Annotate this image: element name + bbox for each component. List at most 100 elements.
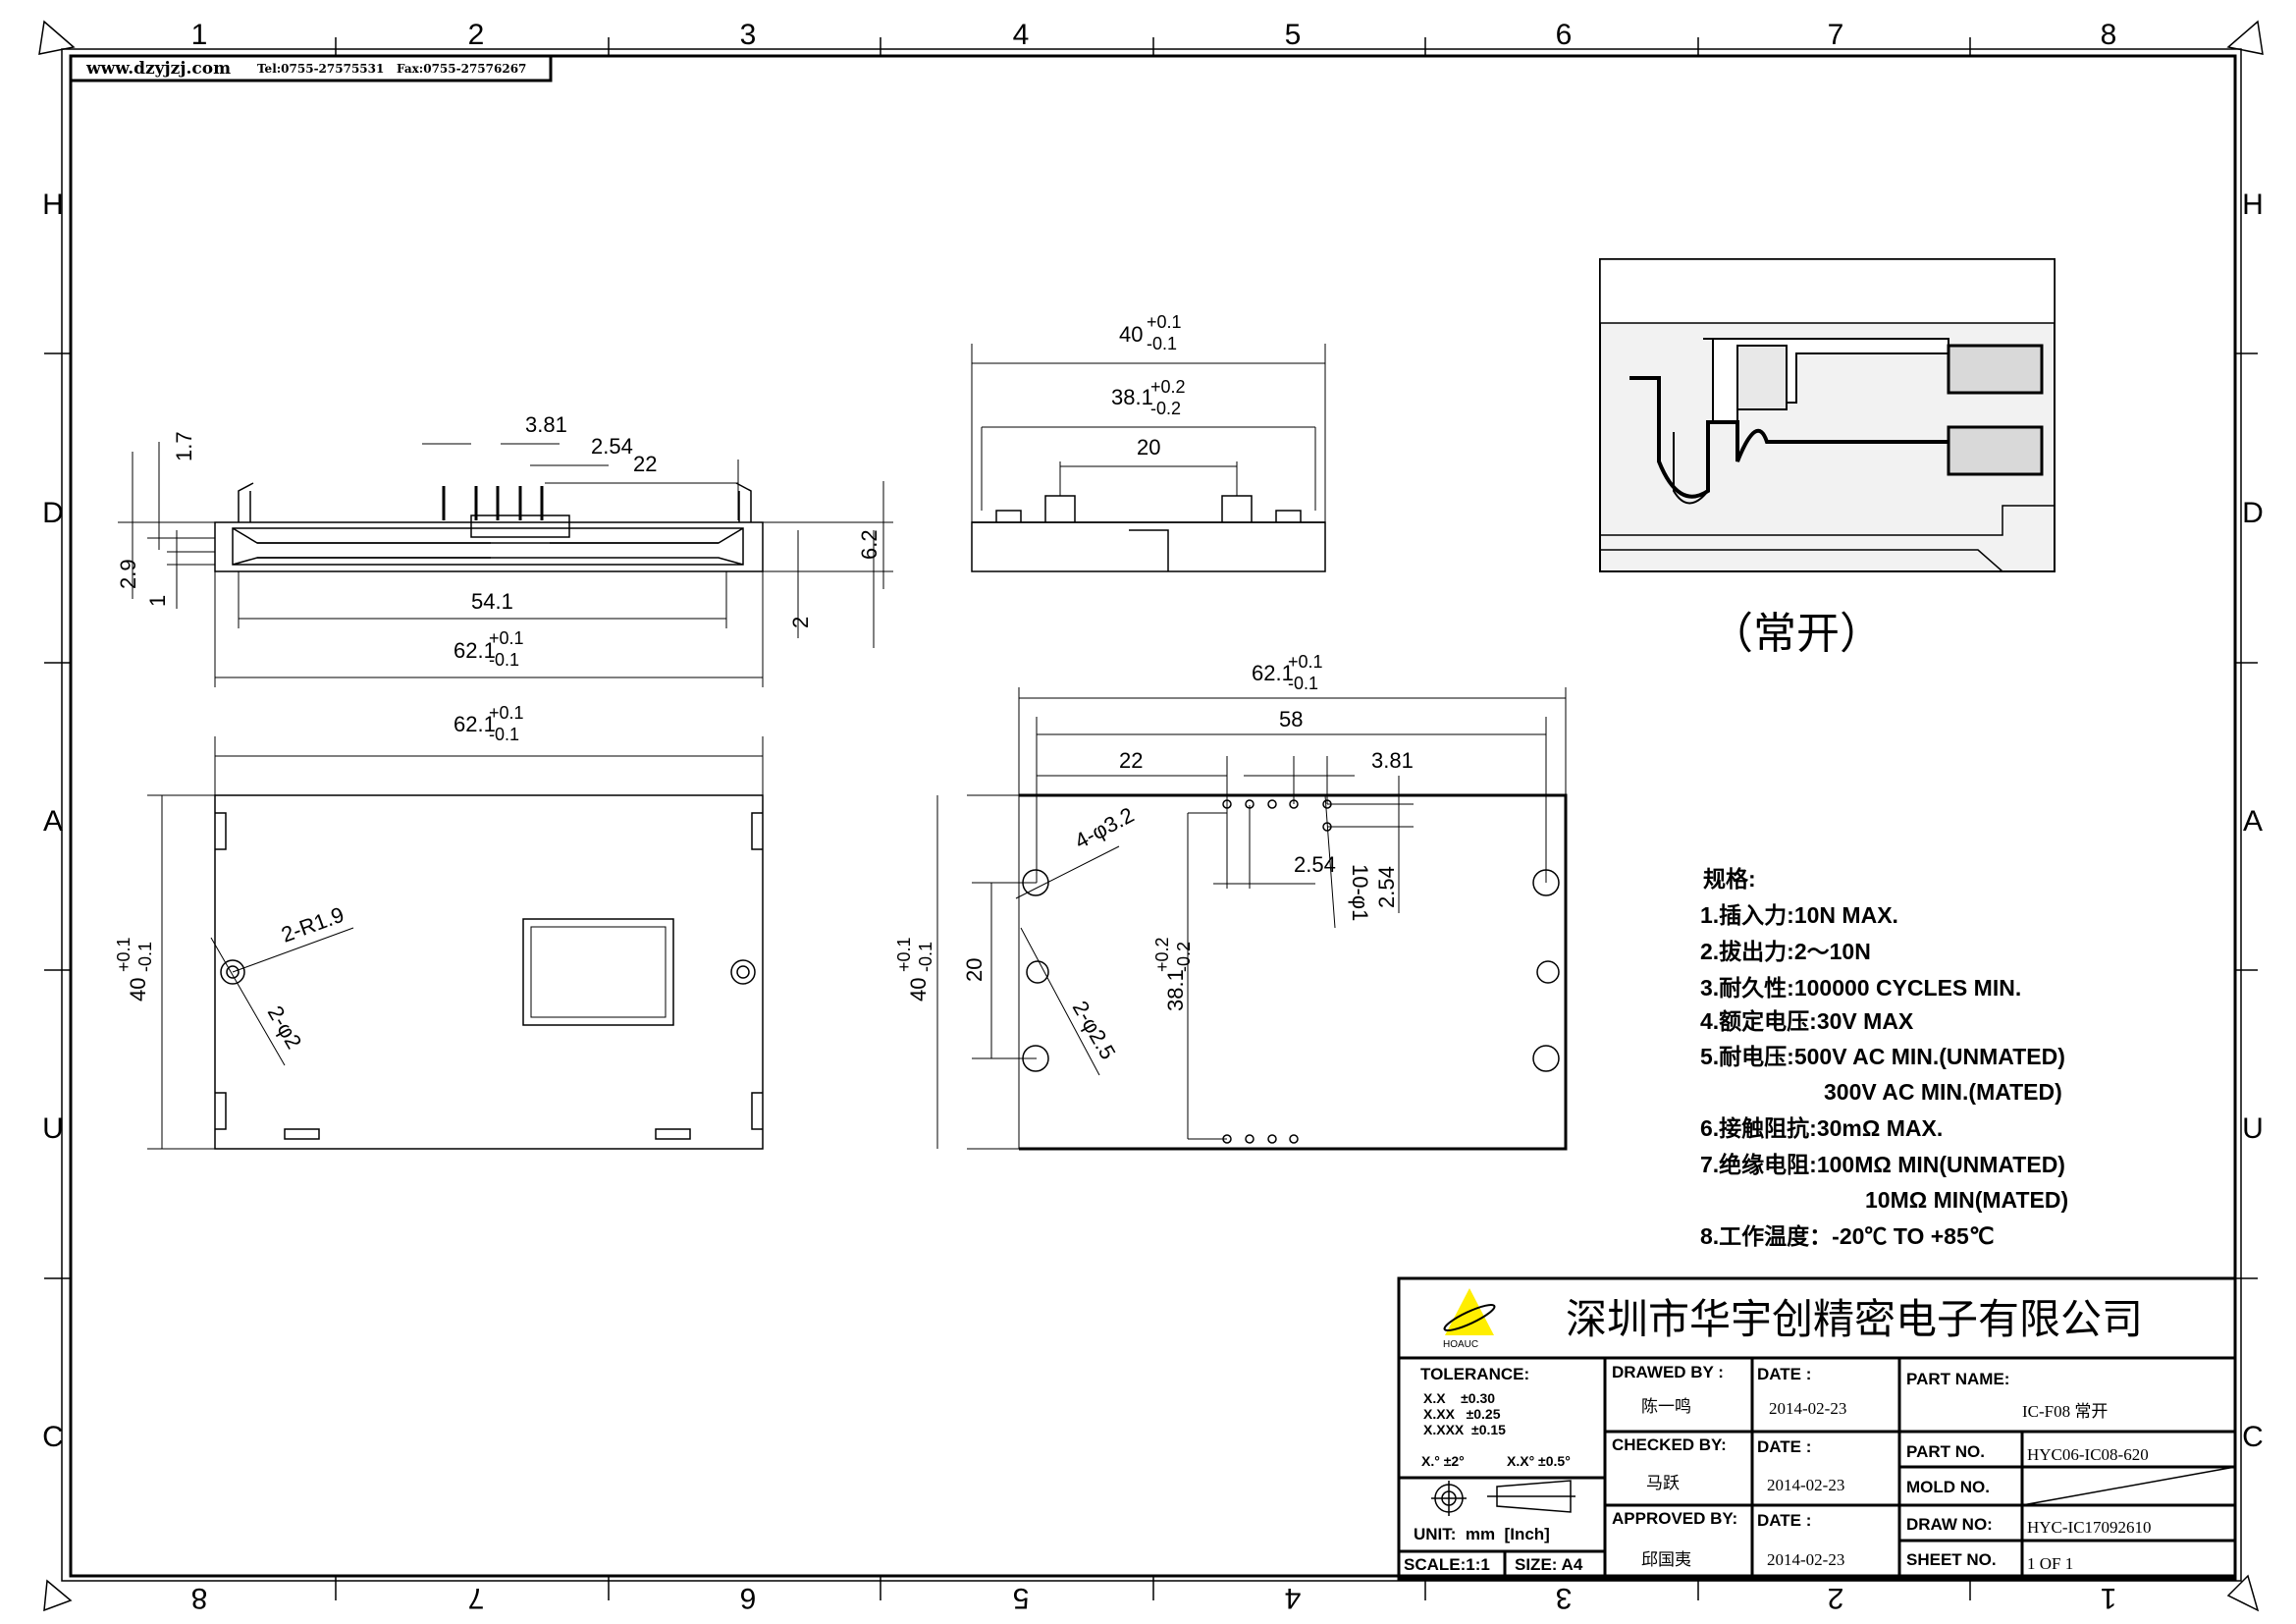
approved-by-value: 邱国夷: [1641, 1550, 1691, 1569]
company-logo: HOAUC: [1443, 1288, 1496, 1350]
tel-text: Tel:0755-27575531: [257, 62, 384, 76]
dim-label: 2: [788, 617, 813, 628]
dim-tol: -0.1: [489, 725, 519, 744]
grid-col-label: 7: [468, 1582, 485, 1614]
spec-item: 4.额定电压:30V MAX: [1700, 1008, 1914, 1034]
dim-label: 1: [145, 595, 170, 607]
unit-label: UNIT: mm [Inch]: [1414, 1525, 1550, 1543]
dim-tol: -0.1: [1147, 334, 1177, 353]
orientation-triangle-tr: [2226, 20, 2264, 55]
date-label: DATE :: [1757, 1511, 1811, 1530]
orientation-triangle-br: [2226, 1574, 2260, 1612]
date-value: 2014-02-23: [1767, 1550, 1844, 1569]
side-view: 1.7 2.9 1 3.81 2.54 22 6.2 2 54.1 62.1 +…: [116, 412, 893, 687]
dim-tol: +0.2: [1150, 377, 1186, 397]
website-text: www.dzyjzj.com: [85, 59, 231, 79]
checked-by-label: CHECKED BY:: [1612, 1435, 1727, 1454]
date-label: DATE :: [1757, 1437, 1811, 1456]
spec-item: 2.拔出力:2～10N: [1700, 939, 1871, 964]
spec-item: 7.绝缘电阻:100MΩ MIN(UNMATED): [1700, 1152, 2065, 1177]
angle-tolerance: X.X° ±0.5°: [1507, 1453, 1571, 1469]
drawed-by-label: DRAWED BY :: [1612, 1363, 1724, 1381]
spec-item: 6.接触阻抗:30mΩ MAX.: [1700, 1115, 1943, 1141]
dim-label: 62.1: [1252, 661, 1294, 685]
grid-col-label: 3: [1556, 1582, 1573, 1614]
bottom-view: 62.1 +0.1 -0.1 40 +0.1 -0.1 2-R1.9 2-φ2: [114, 703, 764, 1150]
dim-tol: -0.2: [1174, 942, 1194, 972]
dim-label: 20: [1137, 435, 1160, 460]
checked-by-value: 马跃: [1646, 1474, 1680, 1492]
dim-label: 3.81: [525, 412, 567, 437]
date-value: 2014-02-23: [1767, 1476, 1844, 1494]
dim-label: 38.1: [1111, 385, 1153, 409]
dim-label: 10-φ1: [1348, 864, 1372, 921]
scale-label: SCALE:1:1: [1404, 1555, 1490, 1574]
end-view: 40 +0.1 -0.1 38.1 +0.2 -0.2 20: [971, 312, 1326, 572]
draw-no-value: HYC-IC17092610: [2027, 1518, 2152, 1537]
tolerance-label: TOLERANCE:: [1420, 1365, 1529, 1383]
dim-label: 20: [962, 958, 987, 982]
spec-item: 10MΩ MIN(MATED): [1865, 1187, 2068, 1213]
dim-tol: +0.1: [894, 937, 914, 972]
grid-col-label: 5: [1285, 19, 1302, 51]
grid-col-label: 4: [1013, 19, 1030, 51]
dim-label: 22: [1119, 748, 1143, 773]
part-no-label: PART NO.: [1906, 1442, 1985, 1461]
dim-tol: +0.1: [1147, 312, 1182, 332]
grid-row-label: H: [42, 189, 64, 221]
company-name: 深圳市华宇创精密电子有限公司: [1566, 1295, 2143, 1343]
grid-col-label: 2: [1828, 1582, 1844, 1614]
tolerance-value: X.XXX ±0.15: [1423, 1422, 1506, 1437]
tolerance-value: X.XX ±0.25: [1423, 1406, 1501, 1422]
date-value: 2014-02-23: [1769, 1399, 1846, 1418]
grid-col-label: 6: [1556, 19, 1573, 51]
dim-label: 6.2: [857, 529, 881, 560]
dim-tol: +0.1: [489, 628, 524, 648]
grid-col-label: 6: [740, 1582, 757, 1614]
grid-column-labels-bottom: 8 7 6 5 4 3 2 1: [191, 1582, 2117, 1614]
grid-col-label: 3: [740, 19, 757, 51]
grid-row-label: D: [2242, 497, 2264, 529]
dim-label: 40: [1119, 322, 1143, 347]
grid-row-label: U: [2242, 1112, 2264, 1145]
footprint-view: 62.1 +0.1 -0.1 58 22 3.81 2.54 2.54 10-φ…: [894, 652, 1568, 1151]
grid-row-label: C: [42, 1421, 64, 1453]
dim-label: 62.1: [454, 638, 496, 663]
dim-tol: -0.1: [135, 942, 155, 972]
grid-row-label: H: [2242, 189, 2264, 221]
dim-label: 2.54: [1374, 866, 1399, 908]
spec-item: 1.插入力:10N MAX.: [1700, 902, 1898, 928]
spec-item: 8.工作温度：-20℃ TO +85℃: [1700, 1223, 1995, 1249]
dim-tol: +0.1: [114, 937, 133, 972]
part-name-label: PART NAME:: [1906, 1370, 2009, 1388]
dim-tol: -0.1: [916, 942, 935, 972]
dim-tol: -0.2: [1150, 399, 1181, 418]
date-label: DATE :: [1757, 1365, 1811, 1383]
draw-no-label: DRAW NO:: [1906, 1515, 1993, 1534]
dim-tol: +0.1: [1288, 652, 1323, 672]
orientation-triangle-tl: [38, 20, 76, 55]
dim-label: 3.81: [1371, 748, 1414, 773]
dim-tol: -0.1: [1288, 674, 1318, 693]
grid-column-labels-top: 1 2 3 4 5 6 7 8: [191, 19, 2117, 51]
part-no-value: HYC06-IC08-620: [2027, 1445, 2149, 1464]
dim-label: 2.54: [591, 434, 633, 459]
spec-item: 300V AC MIN.(MATED): [1824, 1079, 2062, 1105]
grid-row-label: U: [42, 1112, 64, 1145]
grid-ticks: [44, 37, 2258, 1600]
title-block: HOAUC 深圳市华宇创精密电子有限公司 TOLERANCE: X.X ±0.3…: [1397, 1276, 2237, 1581]
dim-label: 1.7: [172, 431, 196, 461]
header-contact-box: www.dzyjzj.com Tel:0755-27575531 Fax:075…: [69, 54, 553, 82]
grid-row-label: D: [42, 497, 64, 529]
grid-col-label: 2: [468, 19, 485, 51]
dim-label: 40: [906, 978, 931, 1001]
part-name-value: IC-F08 常开: [2022, 1402, 2108, 1421]
orientation-triangle-bl: [43, 1579, 73, 1612]
spec-title: 规格:: [1703, 866, 1756, 892]
dim-label: 58: [1279, 707, 1303, 731]
sheet-no-label: SHEET NO.: [1906, 1550, 1997, 1569]
dim-label: 38.1: [1163, 969, 1188, 1011]
grid-row-label: A: [2243, 805, 2263, 838]
spec-list: 规格: 1.插入力:10N MAX. 2.拔出力:2～10N 3.耐久性:100…: [1700, 866, 2068, 1249]
